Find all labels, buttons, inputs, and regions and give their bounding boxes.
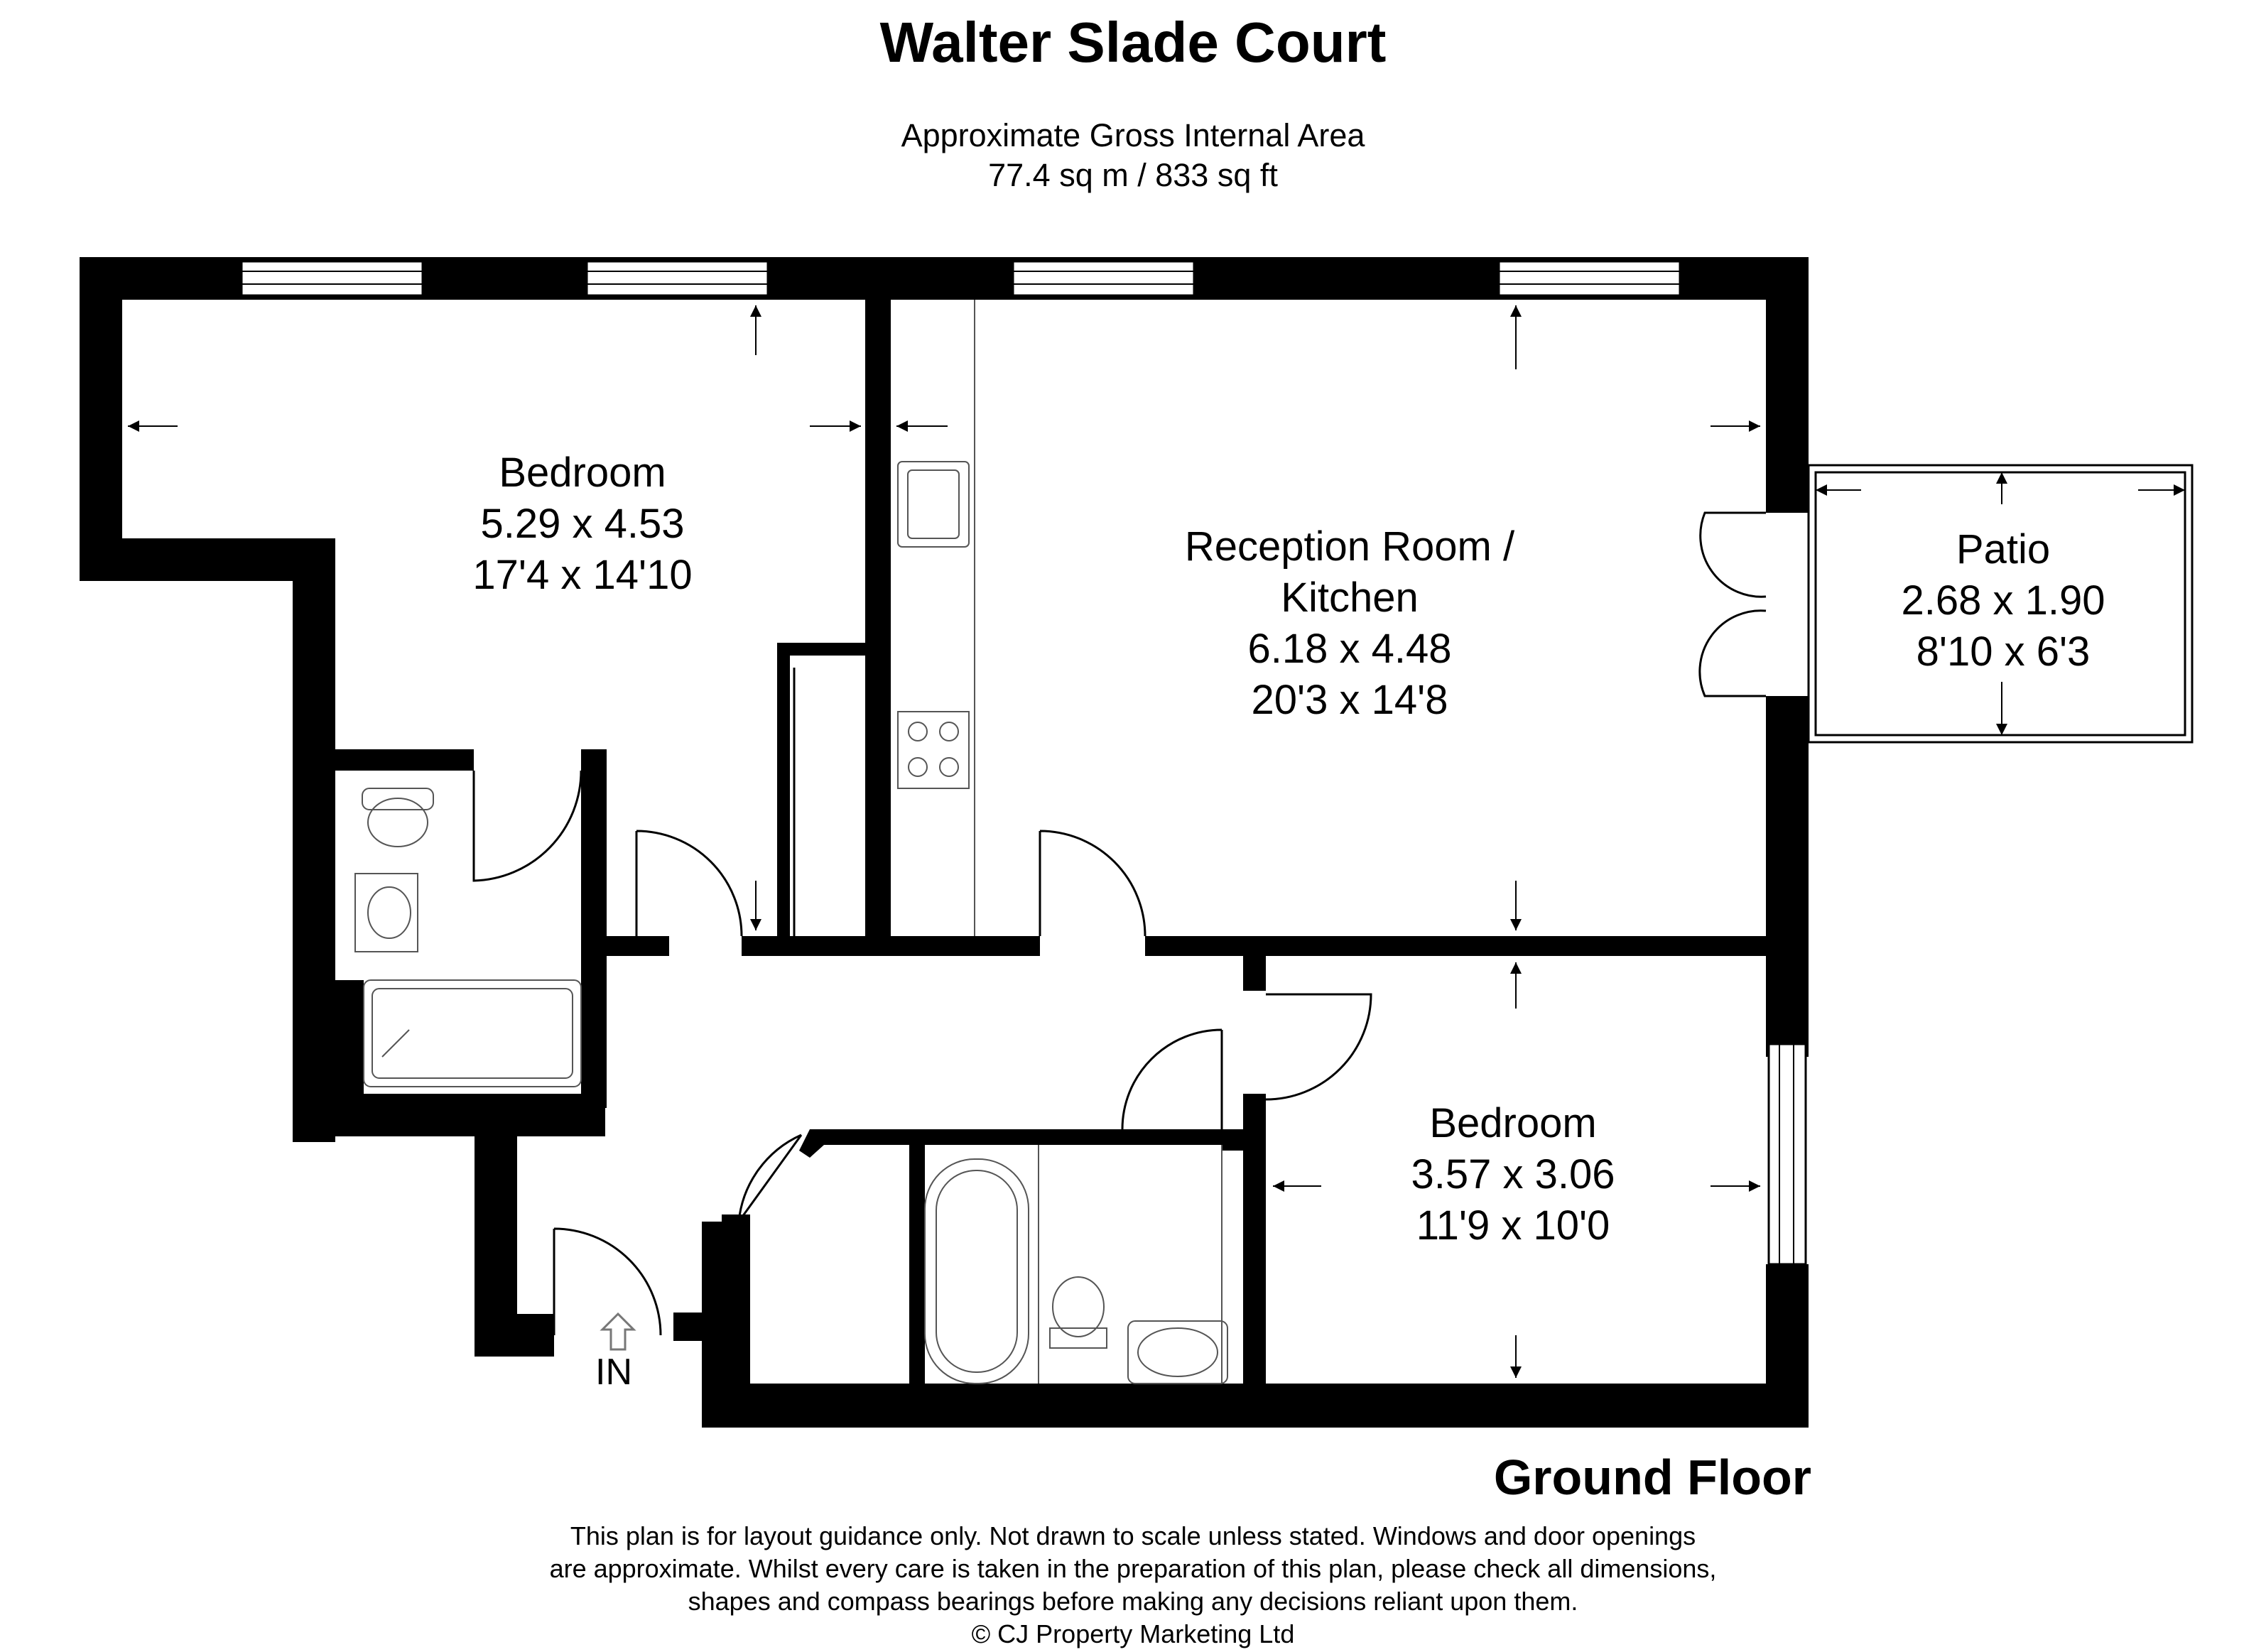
disclaimer: This plan is for layout guidance only. N…	[0, 1520, 2266, 1651]
room-metric: 2.68 x 1.90	[1901, 577, 2105, 624]
room-imperial: 8'10 x 6'3	[1916, 629, 2091, 675]
plan-title: Walter Slade Court	[879, 11, 1387, 74]
room-label-patio: Patio 2.68 x 1.90 8'10 x 6'3	[1818, 524, 2188, 678]
room-name: Bedroom	[499, 450, 666, 496]
room-imperial: 20'3 x 14'8	[1251, 677, 1448, 723]
bathroom1-fixtures	[354, 788, 582, 1087]
doors	[472, 511, 1767, 1336]
entrance-arrow-icon	[600, 1312, 636, 1351]
bathroom2-fixtures	[924, 1145, 1228, 1384]
disclaimer-line1: This plan is for layout guidance only. N…	[570, 1521, 1696, 1550]
room-imperial: 11'9 x 10'0	[1416, 1202, 1610, 1249]
kitchen-counter	[897, 300, 975, 936]
room-name: Bedroom	[1429, 1100, 1597, 1146]
copyright: © CJ Property Marketing Ltd	[971, 1619, 1295, 1648]
room-label-bedroom1: Bedroom 5.29 x 4.53 17'4 x 14'10	[369, 447, 796, 601]
room-metric: 3.57 x 3.06	[1411, 1151, 1615, 1197]
room-name: Patio	[1956, 526, 2051, 572]
area-label: Approximate Gross Internal Area	[901, 117, 1365, 153]
room-label-bedroom2: Bedroom 3.57 x 3.06 11'9 x 10'0	[1300, 1098, 1726, 1251]
room-metric: 6.18 x 4.48	[1247, 626, 1452, 672]
patio-outline	[1807, 464, 2194, 744]
room-imperial: 17'4 x 14'10	[472, 552, 693, 598]
area-value: 77.4 sq m / 833 sq ft	[988, 157, 1278, 193]
walls	[80, 257, 1809, 1428]
windows	[240, 260, 1807, 1266]
room-metric: 5.29 x 4.53	[480, 501, 685, 547]
disclaimer-line3: shapes and compass bearings before makin…	[688, 1587, 1578, 1616]
entrance-label: IN	[595, 1352, 632, 1393]
floor-label: Ground Floor	[1493, 1450, 1811, 1505]
room-name-line1: Reception Room /	[1184, 523, 1515, 570]
room-name-line2: Kitchen	[1281, 575, 1419, 621]
disclaimer-line2: are approximate. Whilst every care is ta…	[549, 1554, 1717, 1583]
room-label-reception: Reception Room / Kitchen 6.18 x 4.48 20'…	[1122, 521, 1577, 726]
